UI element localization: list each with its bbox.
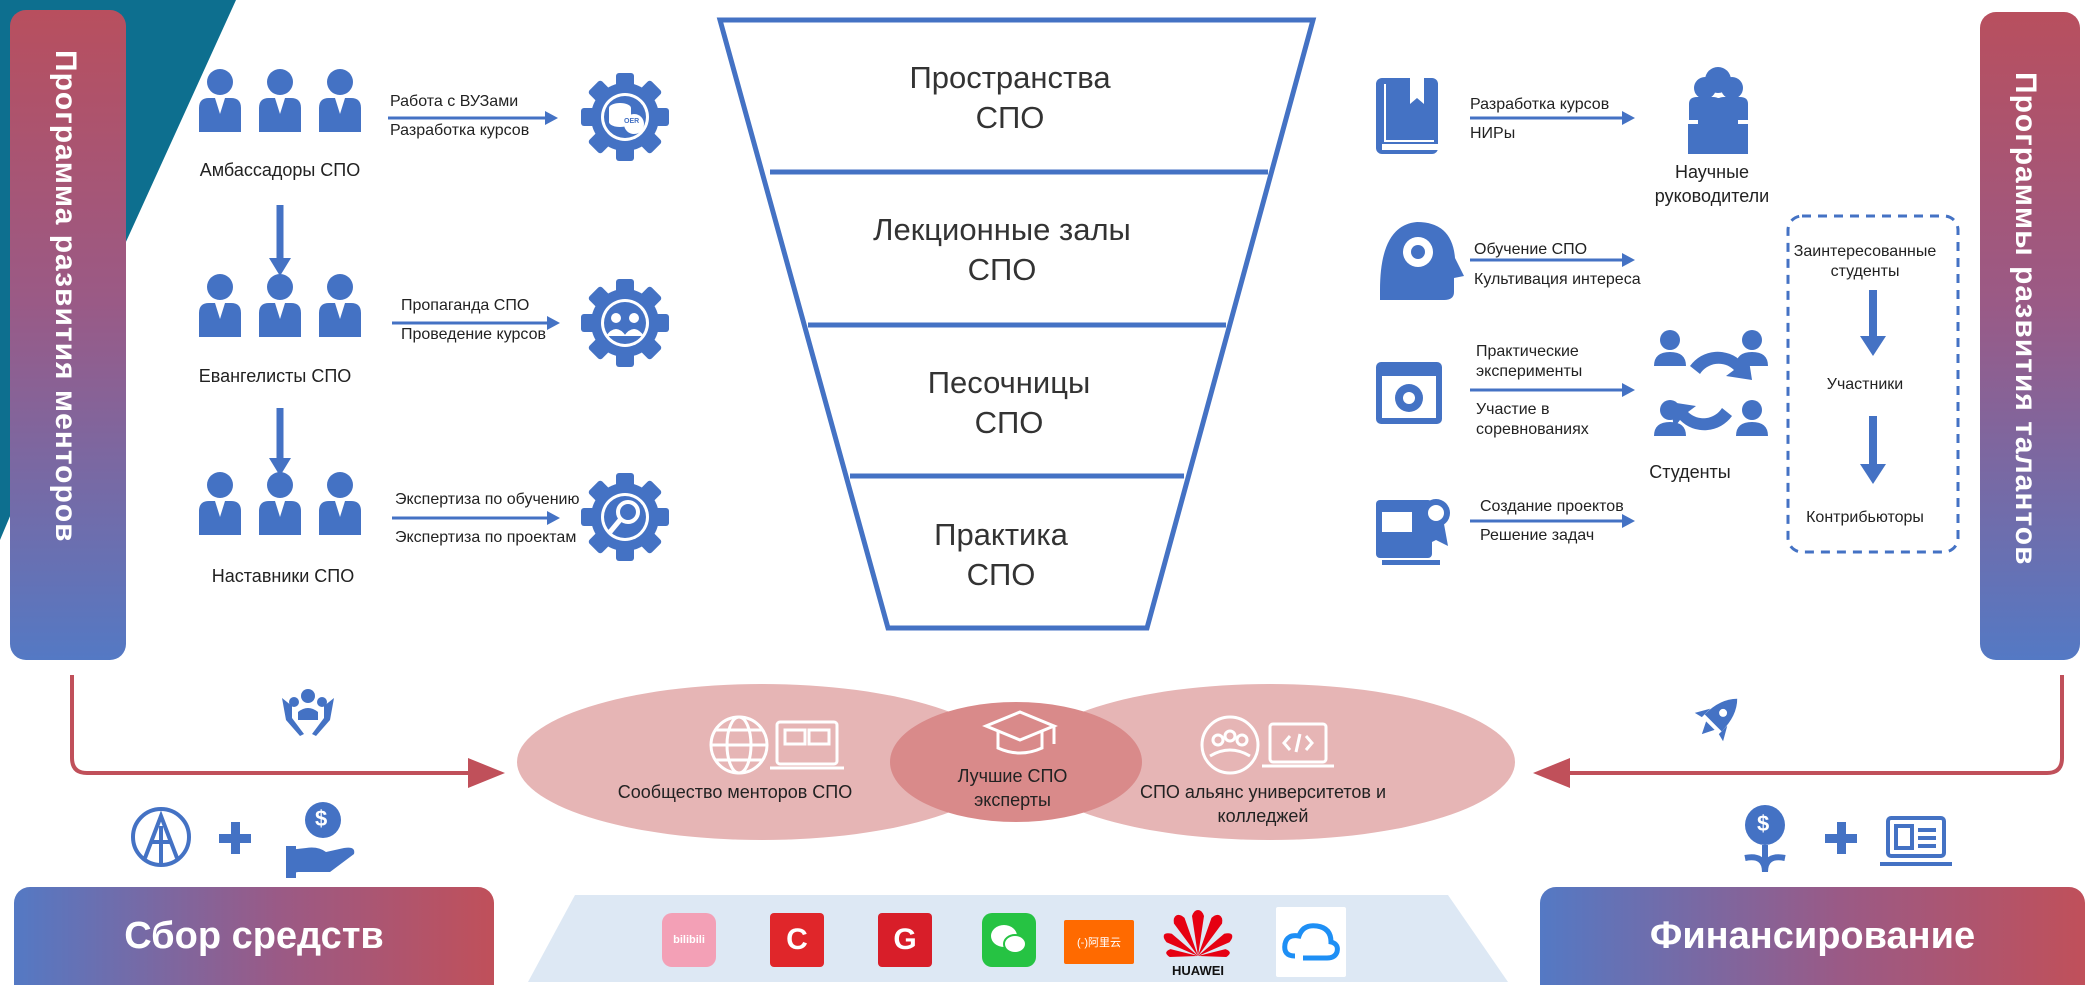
- talent-graphics: [1376, 67, 1960, 565]
- gitee-logo: G: [878, 913, 932, 967]
- evangelists-people-icon: [199, 274, 361, 337]
- mentors-label: Наставники СПО: [211, 566, 355, 586]
- alliance-label: СПО альянс университетов и колледжей: [1139, 782, 1387, 826]
- talent-row4-task-1: Создание проектов: [1480, 498, 1624, 515]
- supervisors-label: Научные руководители: [1654, 162, 1770, 206]
- mentor-community-label: Сообщество менторов СПО: [617, 782, 853, 802]
- mentor-program-title: Программа развития менторов: [49, 50, 82, 543]
- evangelists-task-1: Пропаганда СПО: [401, 297, 530, 314]
- huawei-logo: HUAWEI: [1162, 906, 1234, 978]
- ladder-step-2: Участники: [1826, 376, 1904, 393]
- mentors-people-icon: [199, 472, 361, 535]
- tencent-cloud-logo: [1276, 907, 1346, 977]
- target-team-icon: [1200, 715, 1260, 775]
- mentor-graphics: [0, 0, 669, 561]
- students-cycle-icon: [1654, 330, 1768, 436]
- rocket-icon: [1694, 698, 1738, 742]
- open-source-icon: [131, 807, 191, 867]
- evangelists-label: Евангелисты СПО: [198, 366, 352, 386]
- ambassadors-label: Амбассадоры СПО: [199, 160, 361, 180]
- browser-settings-icon: [1376, 362, 1442, 424]
- mentors-task-2: Экспертиза по проектам: [395, 529, 577, 546]
- best-experts-label: Лучшие СПО эксперты: [957, 766, 1068, 810]
- mentors-task-1: Экспертиза по обучению: [395, 491, 580, 508]
- fundraising-banner: Сбор средств: [14, 887, 494, 985]
- evangelists-task-2: Проведение курсов: [401, 326, 546, 343]
- financing-banner: Финансирование: [1540, 887, 2085, 985]
- talent-program-title: Программы развития талантов: [2009, 72, 2042, 566]
- huawei-wordmark: HUAWEI: [1172, 963, 1224, 978]
- talent-row1-task-1: Разработка курсов: [1470, 96, 1610, 113]
- talent-row1-task-2: НИРы: [1470, 125, 1516, 142]
- community-hands-icon: [282, 689, 334, 736]
- alibaba-cloud-logo: (-)阿里云: [1064, 920, 1134, 964]
- ambassadors-people-icon: [199, 69, 361, 132]
- students-label: Студенты: [1649, 462, 1731, 482]
- ambassadors-task-1: Работа с ВУЗами: [390, 93, 519, 110]
- talent-program-panel: Программы развития талантов: [1980, 12, 2080, 660]
- finance-board-icon: [1880, 816, 1952, 866]
- ladder-step-1: Заинтересованные студенты: [1793, 243, 1937, 280]
- talent-row4-task-2: Решение задач: [1480, 527, 1595, 544]
- code-laptop-icon: [1262, 722, 1334, 768]
- csdn-logo: C: [770, 913, 824, 967]
- globe-icon: [709, 715, 769, 775]
- oer-icon: OER: [624, 118, 640, 125]
- funnel-diagram: [716, 17, 1317, 631]
- money-plant-dollar: $: [1757, 811, 1770, 836]
- talent-row2-task-1: Обучение СПО: [1474, 241, 1588, 258]
- bilibili-logo: bilibili: [662, 913, 716, 967]
- head-gear-icon: [1380, 222, 1464, 300]
- video-conference-icon: [770, 720, 844, 770]
- money-hand-icon: [286, 802, 355, 878]
- book-icon: [1376, 78, 1438, 154]
- money-plant-icon: [1744, 805, 1786, 873]
- ambassadors-task-2: Разработка курсов: [390, 122, 530, 139]
- supervisors-icon: [1688, 67, 1748, 154]
- talent-row3-task-1: Практические эксперименты: [1476, 343, 1583, 380]
- ladder-step-3: Контрибьюторы: [1806, 509, 1924, 526]
- talent-row3-task-2: Участие в соревнованиях: [1476, 401, 1589, 438]
- mentor-program-panel: Программа развития менторов: [10, 10, 126, 660]
- wechat-logo: [982, 913, 1036, 967]
- certificate-icon: [1376, 499, 1450, 565]
- talent-row2-task-2: Культивация интереса: [1474, 271, 1641, 288]
- money-hand-dollar: $: [315, 806, 328, 831]
- graduation-cap-icon: [982, 710, 1058, 755]
